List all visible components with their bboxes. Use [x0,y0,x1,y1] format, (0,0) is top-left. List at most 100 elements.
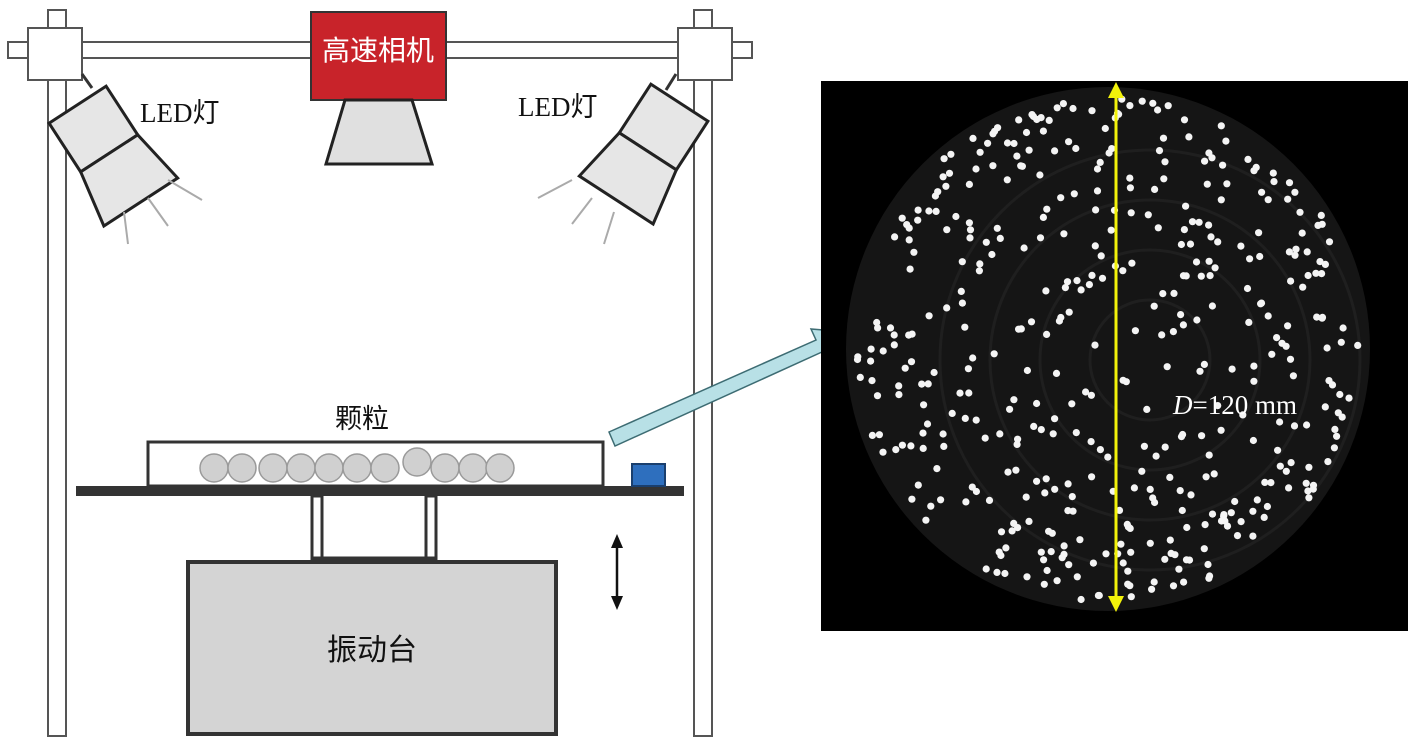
photo-particle [1059,100,1067,108]
photo-particle [958,299,967,307]
photo-particle [925,207,933,215]
photo-particle [1004,468,1012,476]
photo-particle [1017,162,1025,170]
photo-particle [1337,338,1345,346]
photo-particle [1033,399,1041,408]
photo-particle [1233,532,1242,540]
photo-particle [1126,184,1134,192]
photo-particle [1126,174,1134,182]
photo-particle [1285,179,1294,187]
photo-particle [982,565,990,573]
container-particles [199,447,515,483]
photo-particle [1117,540,1125,548]
photo-particle [1127,548,1135,556]
led-right-reflector [577,130,679,227]
photo-particle [1161,443,1169,451]
photo-particle [1222,137,1230,145]
photo-particle [1257,300,1265,308]
photo-particle [1334,409,1342,417]
camera-label: 高速相机 [322,34,434,67]
photo-particle [1316,258,1324,266]
photo-particle [1093,187,1102,195]
photo-particle [1345,394,1353,402]
photo-particle [1264,196,1272,204]
photo-particle [914,216,922,224]
photo-particle [1258,188,1266,196]
photo-particle [867,357,875,365]
plate-texture [938,148,1362,572]
photo-particle [1072,429,1080,437]
photo-particle [1015,116,1023,124]
photo-particle [879,347,887,355]
photo-particle [1211,264,1219,272]
photo-particle [1171,551,1179,559]
photo-particle [1252,163,1260,171]
photo-particle [908,495,916,503]
photo-particle [1095,591,1103,600]
photo-particle [1057,313,1065,322]
photo-particle [892,446,900,454]
photo-particle [1255,229,1263,237]
photo-particle [1053,104,1061,112]
photo-particle [890,341,898,349]
photo-particle [1096,446,1104,454]
photo-particle [1273,334,1281,342]
photo-particle [1182,202,1190,210]
callout-arrow-icon [608,328,850,447]
vibration-table-body [186,560,558,736]
photo-particle [925,312,933,320]
photo-particle [1013,440,1021,448]
particle [314,453,344,483]
photo-particle [1178,506,1186,515]
photo-particle [1264,312,1272,320]
photo-particle [920,401,928,409]
photo-particle [1284,322,1292,330]
photo-particle [1195,218,1203,226]
particle [227,453,257,483]
photo-particle [1069,104,1077,113]
photo-particle [1008,527,1016,535]
photo-particle [937,496,945,504]
photo-particle [1208,302,1216,310]
photo-particle [1107,226,1115,234]
photo-particle [1197,272,1205,280]
photo-particle [919,444,927,452]
photo-particle [1321,260,1329,268]
photo-particle [1250,362,1258,370]
photo-particle [997,551,1005,560]
photo-particle [1057,194,1065,202]
photo-particle [923,420,932,428]
photo-particle [1318,220,1326,228]
photo-particle [1155,147,1164,155]
photo-particle [1201,521,1209,529]
photo-particle [914,206,922,214]
photo-particle [1183,523,1191,532]
photo-particle [1036,234,1045,242]
photo-particle [1164,102,1172,110]
photo-particle [1043,205,1051,213]
photo-particle [1305,463,1313,471]
photo-particle [1188,218,1197,226]
photo-particle [1210,470,1218,478]
photo-particle [1282,467,1290,475]
photo-particle [907,442,915,450]
photo-particle [1198,432,1206,440]
photo-particle [1202,473,1210,481]
particle [342,453,372,483]
particle-photo: D=120 mm [821,81,1408,631]
particle [402,447,432,477]
photo-particle [965,180,974,188]
photo-particle [940,442,948,450]
photo-particle [1208,154,1216,162]
photo-particle [996,234,1004,242]
photo-particle [947,150,955,158]
photo-particle [1012,466,1020,474]
frame-right-clamp [677,27,733,81]
photo-particle [942,182,950,190]
accelerometer-sensor [631,463,666,487]
vibration-table: 振动台 [186,560,558,736]
photo-particle [1033,477,1041,485]
photo-particle [1051,485,1059,493]
photo-particle [1045,116,1053,124]
photo-particle [1205,451,1213,459]
